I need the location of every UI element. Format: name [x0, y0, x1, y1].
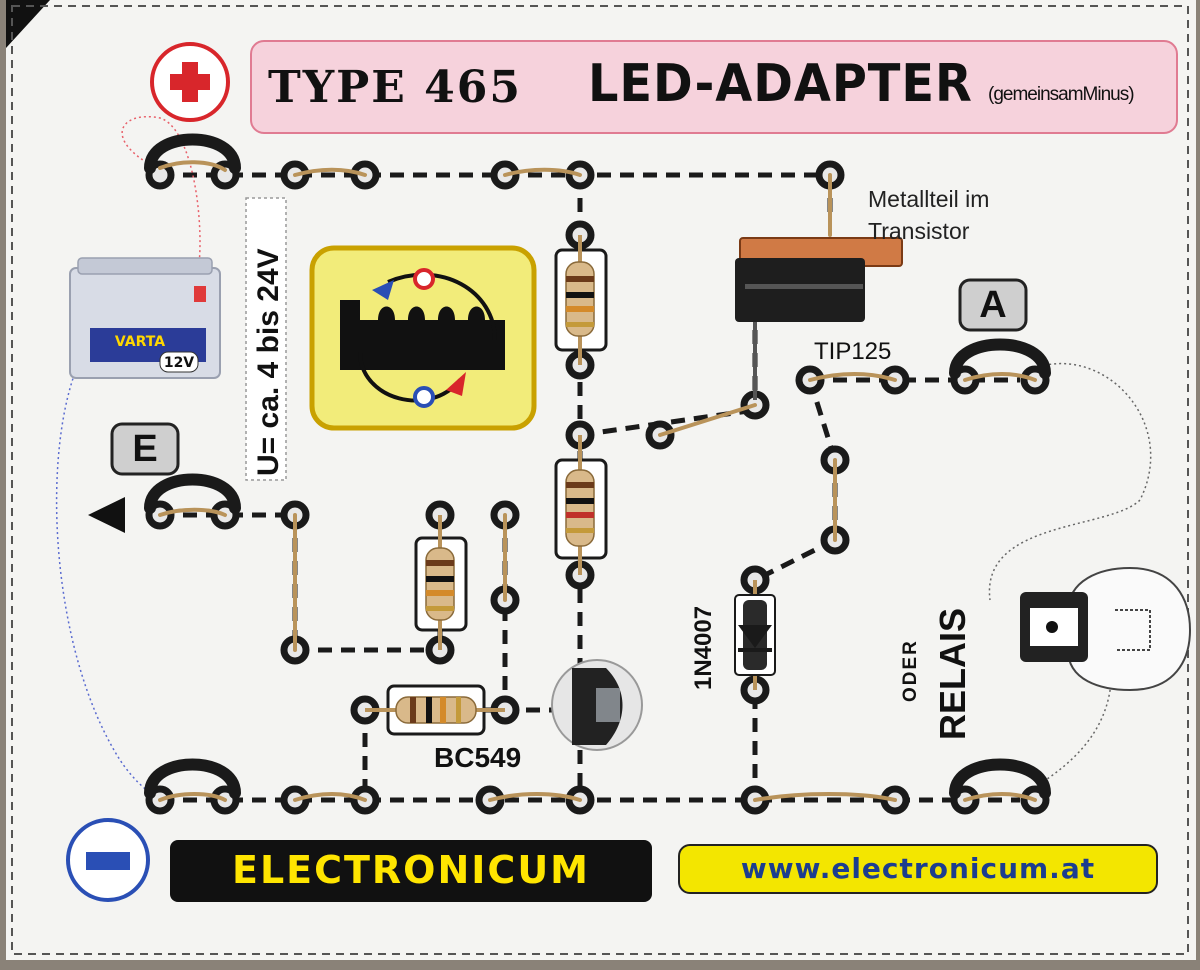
voltage-box: [245, 197, 287, 481]
minus-terminal-text: −: [100, 850, 101, 851]
title-banner: [250, 40, 1178, 134]
metal-part-label-1: Metallteil im: [868, 186, 990, 212]
plus-terminal-text: +: [182, 68, 183, 69]
brand-box: [170, 840, 652, 902]
plus-terminal-icon: [150, 42, 230, 122]
relais-label: RELAIS: [932, 607, 973, 740]
resistor-r1: [554, 235, 608, 365]
metal-part-label-2: Transistor: [868, 218, 970, 244]
input-arrow-icon: [88, 497, 125, 533]
title-type: TYPE 465: [268, 62, 522, 113]
resistor-r2: [554, 435, 608, 575]
battery-icon: VARTA 12V: [69, 257, 221, 379]
website-url: www.electronicum.at: [740, 852, 1096, 885]
resistor-r3: [414, 515, 468, 650]
resistor-r4: [365, 684, 505, 736]
battery-voltage: 12V: [164, 355, 194, 371]
battery-brand: VARTA: [115, 334, 165, 350]
tip125-label: TIP125: [814, 338, 892, 365]
title-main: LED-ADAPTER: [588, 54, 973, 114]
title-sub: (gemeinsamMinus): [988, 84, 1135, 105]
board-cut-border: [11, 5, 1189, 955]
url-box: [678, 844, 1158, 894]
transistor-tip125: [735, 237, 903, 400]
diode-1n4007: [734, 580, 776, 690]
minus-terminal-icon: [66, 818, 150, 902]
spring-contacts: [144, 133, 1051, 815]
input-terminal-label: E: [132, 428, 158, 470]
diode-label: 1N4007: [690, 605, 717, 690]
input-terminal-box: [110, 422, 180, 476]
motor-module-icon: [309, 245, 537, 431]
oder-label: ODER: [900, 639, 921, 702]
battery-plus-wire: [121, 116, 201, 301]
board-corner-mark: [6, 0, 50, 48]
voltage-label: U= ca. 4 bis 24V: [252, 248, 285, 476]
output-terminal-box: [958, 278, 1028, 332]
lamp-icon: [1020, 566, 1192, 692]
output-terminal-label: A: [979, 284, 1007, 326]
transistor-bc549: [551, 659, 643, 751]
brand-name: ELECTRONICUM: [231, 848, 590, 892]
bc549-label: BC549: [434, 742, 522, 773]
